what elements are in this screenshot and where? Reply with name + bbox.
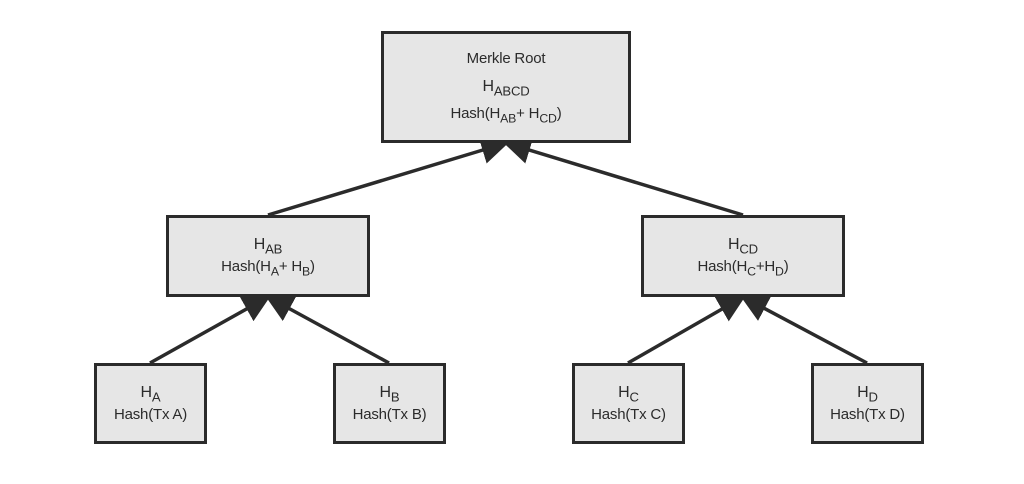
edge-hd-to-hcd bbox=[739, 295, 868, 365]
hash-subscript: A bbox=[151, 389, 161, 405]
formula-sub1: AB bbox=[500, 111, 517, 126]
merkle-root-hash-name: HABCD bbox=[482, 77, 530, 99]
hash-base: H bbox=[482, 78, 495, 95]
hash-base: H bbox=[857, 383, 869, 401]
formula-mid: + H bbox=[516, 105, 540, 122]
hash-a-formula: Hash(Tx A) bbox=[113, 405, 187, 423]
formula-mid: +H bbox=[755, 258, 776, 276]
edge-hb-to-hab bbox=[264, 295, 390, 365]
hash-c-name: HC bbox=[618, 383, 639, 405]
hash-ab-name: HAB bbox=[253, 235, 283, 257]
hash-base: H bbox=[379, 383, 392, 401]
hash-d-name: HD bbox=[857, 383, 878, 405]
hash-subscript: B bbox=[390, 389, 400, 405]
merkle-root-title: Merkle Root bbox=[466, 50, 546, 68]
hash-subscript: D bbox=[868, 389, 878, 405]
hash-ab-node: HAB Hash(HA+ HB) bbox=[166, 215, 370, 297]
formula-prefix: Hash(H bbox=[697, 258, 748, 276]
hash-b-formula: Hash(Tx B) bbox=[352, 405, 427, 423]
hash-b-name: HB bbox=[379, 383, 400, 405]
hash-c-leaf-node: HC Hash(Tx C) bbox=[572, 363, 685, 444]
edge-ha-to-hab bbox=[149, 295, 272, 365]
hash-base: H bbox=[618, 383, 630, 401]
formula-sub2: CD bbox=[539, 111, 557, 126]
edge-hcd-to-root bbox=[502, 136, 744, 217]
hash-cd-name: HCD bbox=[728, 235, 758, 257]
hash-a-name: HA bbox=[140, 383, 161, 405]
hash-d-leaf-node: HD Hash(Tx D) bbox=[811, 363, 924, 444]
hash-cd-formula: Hash(HC+HD) bbox=[697, 258, 788, 277]
edge-hab-to-root bbox=[267, 136, 510, 217]
edge-hc-to-hcd bbox=[627, 295, 747, 365]
hash-d-formula: Hash(Tx D) bbox=[830, 405, 905, 423]
hash-base: H bbox=[728, 236, 740, 254]
formula-prefix: Hash(H bbox=[450, 105, 501, 122]
formula-suffix: ) bbox=[310, 258, 315, 276]
hash-base: H bbox=[253, 236, 266, 254]
hash-c-formula: Hash(Tx C) bbox=[591, 405, 666, 423]
formula-suffix: ) bbox=[783, 258, 789, 276]
hash-ab-formula: Hash(HA+ HB) bbox=[221, 258, 315, 277]
hash-subscript: ABCD bbox=[493, 83, 530, 99]
formula-sub2: B bbox=[302, 264, 311, 279]
formula-prefix: Hash(H bbox=[221, 258, 271, 276]
formula-suffix: ) bbox=[556, 105, 562, 122]
formula-sub2: D bbox=[775, 264, 784, 279]
hash-b-leaf-node: HB Hash(Tx B) bbox=[333, 363, 446, 444]
merkle-root-node: Merkle Root HABCD Hash(HAB+ HCD) bbox=[381, 31, 631, 143]
formula-sub1: A bbox=[270, 264, 279, 279]
formula-sub1: C bbox=[747, 264, 756, 279]
hash-subscript: CD bbox=[739, 241, 758, 257]
formula-mid: + H bbox=[278, 258, 303, 276]
hash-base: H bbox=[140, 383, 153, 401]
hash-a-leaf-node: HA Hash(Tx A) bbox=[94, 363, 207, 444]
hash-cd-node: HCD Hash(HC+HD) bbox=[641, 215, 845, 297]
hash-subscript: AB bbox=[265, 241, 283, 257]
merkle-root-formula: Hash(HAB+ HCD) bbox=[450, 105, 561, 124]
hash-subscript: C bbox=[629, 389, 639, 405]
